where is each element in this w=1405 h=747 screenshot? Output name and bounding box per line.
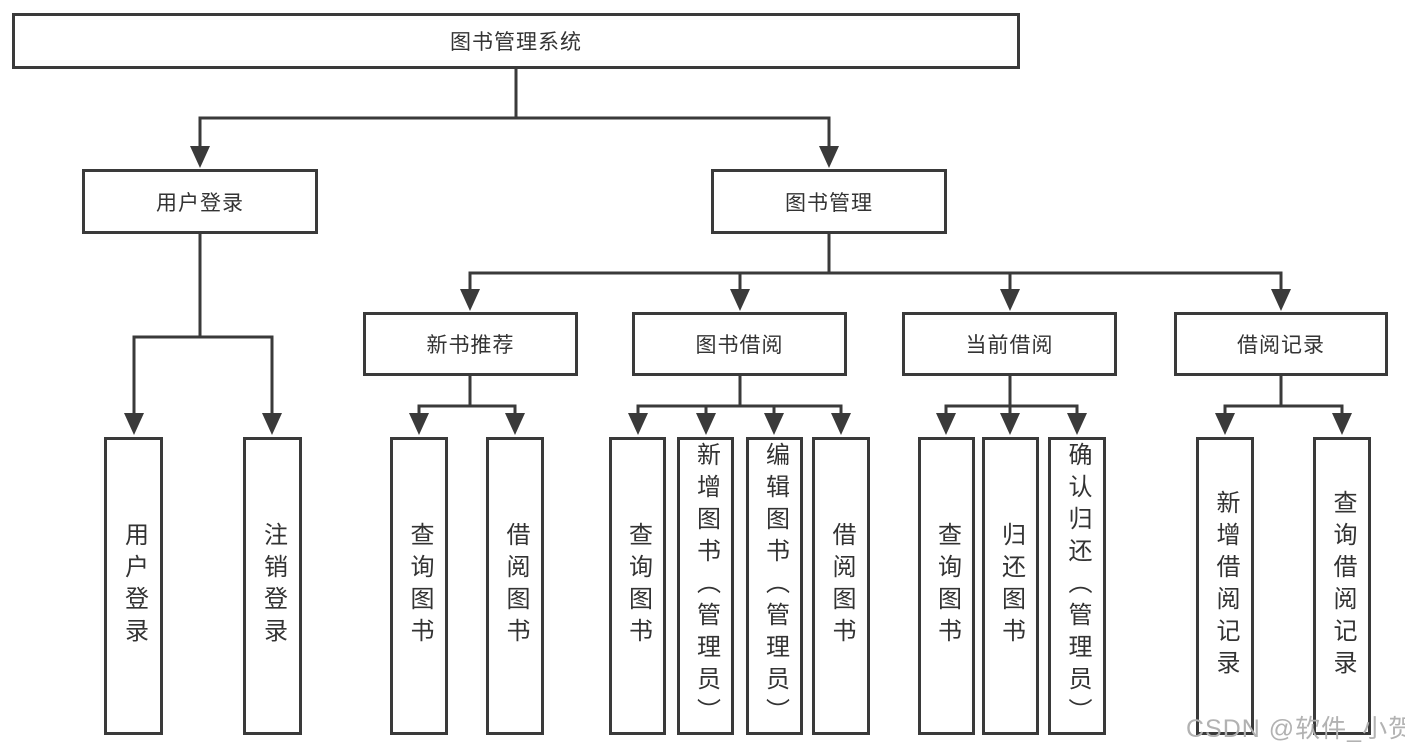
arrow-down-icon <box>1215 413 1235 435</box>
arrow-down-icon <box>1000 413 1020 435</box>
node-new-book-recommend: 新书推荐 <box>363 312 578 376</box>
leaf-label: 查询图书 <box>624 522 652 650</box>
leaf-label: 编辑图书（管理员） <box>761 442 789 730</box>
connector-book-management-branch <box>468 232 1283 293</box>
leaf-query-books-2: 查询图书 <box>609 437 666 735</box>
node-book-borrow: 图书借阅 <box>632 312 847 376</box>
leaf-logout: 注销登录 <box>243 437 302 735</box>
node-current-borrow: 当前借阅 <box>902 312 1117 376</box>
node-borrow-records: 借阅记录 <box>1174 312 1388 376</box>
csdn-watermark: CSDN @软件_小贺同学 <box>1186 715 1405 743</box>
leaf-label: 归还图书 <box>997 522 1025 650</box>
arrow-down-icon <box>409 413 429 435</box>
leaf-label: 查询借阅记录 <box>1329 490 1356 682</box>
leaf-return-books: 归还图书 <box>982 437 1039 735</box>
connector-user-login-branch <box>132 232 274 418</box>
connector-borrow-records-branch <box>1223 374 1344 418</box>
arrow-down-icon <box>1332 413 1352 435</box>
arrow-down-icon <box>730 289 750 311</box>
leaf-label: 借阅图书 <box>502 522 529 650</box>
arrow-down-icon <box>124 413 144 435</box>
arrowheads <box>124 146 1352 435</box>
connector-current-borrow-branch <box>944 374 1079 418</box>
arrow-down-icon <box>628 413 648 435</box>
leaf-confirm-return-admin: 确认归还（管理员） <box>1048 437 1106 735</box>
arrow-down-icon <box>696 413 716 435</box>
leaf-label: 查询图书 <box>406 522 433 650</box>
leaf-label: 查询图书 <box>933 522 961 650</box>
leaf-label: 注销登录 <box>259 522 287 650</box>
arrow-down-icon <box>190 146 210 168</box>
connector-new-book-recommend-branch <box>417 374 517 418</box>
connector-root-to-level2 <box>198 67 831 150</box>
leaf-query-borrow-record: 查询借阅记录 <box>1313 437 1371 735</box>
leaf-user-login: 用户登录 <box>104 437 163 735</box>
arrow-down-icon <box>1000 289 1020 311</box>
leaf-label: 新增图书（管理员） <box>692 442 720 730</box>
leaf-label: 用户登录 <box>120 522 148 650</box>
leaf-edit-books-admin: 编辑图书（管理员） <box>746 437 803 735</box>
arrow-down-icon <box>505 413 525 435</box>
leaf-label: 确认归还（管理员） <box>1064 442 1091 730</box>
arrow-down-icon <box>460 289 480 311</box>
leaf-add-books-admin: 新增图书（管理员） <box>677 437 734 735</box>
leaf-borrow-books-2: 借阅图书 <box>812 437 870 735</box>
leaf-label: 新增借阅记录 <box>1212 490 1239 682</box>
arrow-down-icon <box>819 146 839 168</box>
node-book-management: 图书管理 <box>711 169 947 234</box>
leaf-borrow-books-1: 借阅图书 <box>486 437 544 735</box>
arrow-down-icon <box>831 413 851 435</box>
arrow-down-icon <box>1271 289 1291 311</box>
connector-book-borrow-branch <box>636 374 843 418</box>
node-root-system: 图书管理系统 <box>12 13 1020 69</box>
node-user-login: 用户登录 <box>82 169 318 234</box>
leaf-label: 借阅图书 <box>828 522 855 650</box>
arrow-down-icon <box>1067 413 1087 435</box>
leaf-query-books-1: 查询图书 <box>390 437 448 735</box>
leaf-query-books-3: 查询图书 <box>918 437 975 735</box>
leaf-add-borrow-record: 新增借阅记录 <box>1196 437 1254 735</box>
arrow-down-icon <box>262 413 282 435</box>
arrow-down-icon <box>764 413 784 435</box>
arrow-down-icon <box>936 413 956 435</box>
